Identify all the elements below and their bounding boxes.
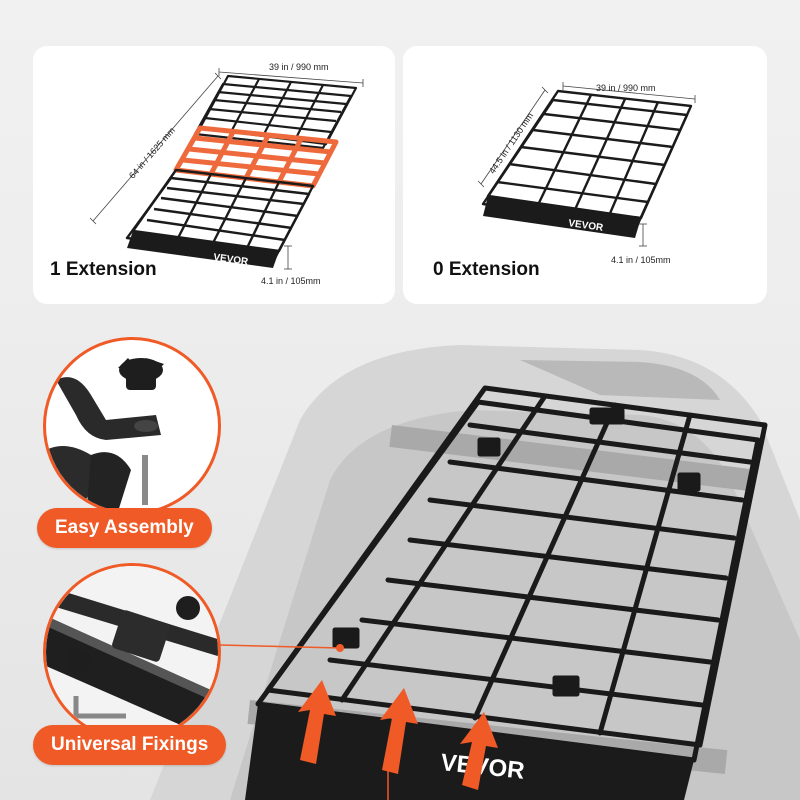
width-dimension: 39 in / 990 mm [269,62,329,72]
extension-title: 1 Extension [50,259,157,280]
height-dimension: 4.1 in / 105mm [611,255,671,265]
knob-bracket-illustration [46,358,164,512]
assembly-detail-circle [43,337,221,515]
roof-rack [255,385,768,763]
airflow-arrows [298,680,498,790]
width-dimension: 39 in / 990 mm [596,83,656,93]
universal-fixings-badge: Universal Fixings [33,725,227,765]
vevor-logo: VEVOR [213,252,250,268]
vevor-logo: VEVOR [568,218,605,234]
easy-assembly-badge: Easy Assembly [37,508,212,548]
extension-0-card: VEVOR 39 in / 990 mm 44.5 in / 1130 mm 4… [403,46,767,304]
height-dimension: 4.1 in / 105mm [261,276,321,286]
extension-1-card: VEVOR 39 in / 990 mm 64 in / 1625 mm 4.1… [33,46,395,304]
extension-title: 0 Extension [433,259,540,280]
clamp-crossbar-illustration [46,566,218,738]
rack-compact-diagram: VEVOR [477,82,696,247]
rack-extended-diagram: VEVOR [89,68,364,270]
wind-fairing [127,231,279,268]
wind-fairing [245,704,694,800]
car-roof-scene: VEVOR [150,345,800,800]
wind-fairing [483,196,641,238]
fixings-detail-circle [43,563,221,741]
